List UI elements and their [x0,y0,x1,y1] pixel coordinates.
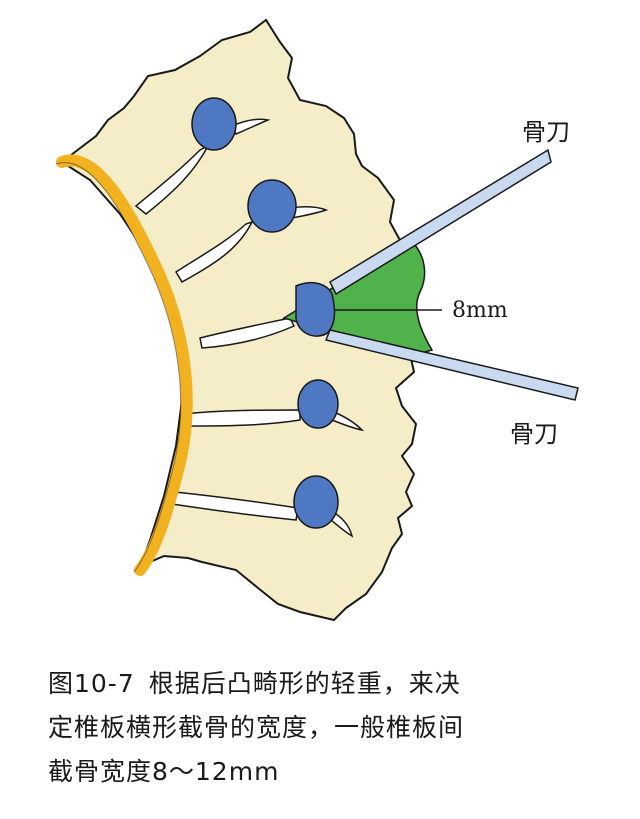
facet-2 [247,179,329,233]
facet-3 [295,281,336,337]
caption-line-1: 图10-7 根据后凸畸形的轻重，来决 [48,662,608,706]
gap-5 [171,491,299,521]
gap-3 [199,317,296,349]
knife-label-top: 骨刀 [522,118,570,146]
bone-knife-top [329,148,552,296]
gap-2 [174,220,254,284]
width-label: 8mm [452,298,508,323]
gap-4 [183,409,301,427]
caption-line-2: 定椎板横形截骨的宽度，一般椎板间 [48,713,465,742]
caption-line-3: 截骨宽度8～12mm [48,757,280,786]
spinal-cord [56,154,193,576]
figure-caption: 图10-7 根据后凸畸形的轻重，来决 定椎板横形截骨的宽度，一般椎板间 截骨宽度8… [48,662,608,794]
facet-5 [293,475,354,538]
facet-4 [297,379,365,432]
facet-1 [191,97,271,151]
spine-osteotomy-diagram: 骨刀 骨刀 8mm [55,18,579,622]
knife-label-bottom: 骨刀 [510,420,558,448]
figure-number: 图10-7 [48,669,135,698]
caption-text-1: 根据后凸畸形的轻重，来决 [148,669,461,698]
bone-knife-bottom [324,329,579,401]
